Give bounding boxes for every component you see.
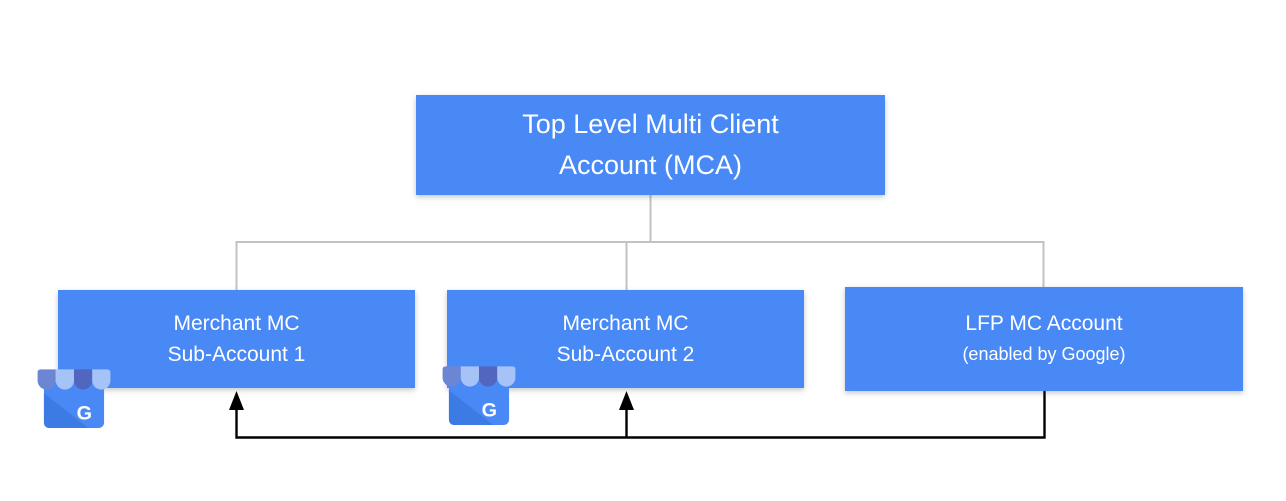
node-label-line: Merchant MC (562, 312, 689, 335)
google-business-storefront-icon: G (37, 369, 111, 428)
node-label-line: (enabled by Google) (962, 344, 1126, 364)
node-top-level-mca: Top Level Multi Client Account (MCA) (416, 95, 885, 195)
node-label-line: Merchant MC (173, 312, 300, 335)
flow-arrow-lines (235, 391, 1046, 439)
node-label-line: Account (MCA) (558, 150, 743, 180)
google-business-storefront-icon: G (442, 366, 516, 425)
google-g-letter: G (77, 402, 92, 424)
node-lfp-mc-account: LFP MC Account (enabled by Google) (845, 287, 1243, 391)
node-label-line: LFP MC Account (965, 312, 1123, 335)
node-label-line: Sub-Account 1 (167, 343, 306, 366)
google-g-letter: G (482, 399, 497, 421)
node-label-line: Sub-Account 2 (556, 343, 695, 366)
hierarchy-tree-lines (235, 195, 1045, 290)
node-label-line: Top Level Multi Client (522, 109, 779, 139)
flow-arrowheads (229, 391, 634, 410)
node-merchant-sub-account-2: Merchant MC Sub-Account 2 (447, 290, 804, 388)
node-merchant-sub-account-1: Merchant MC Sub-Account 1 (58, 290, 415, 388)
